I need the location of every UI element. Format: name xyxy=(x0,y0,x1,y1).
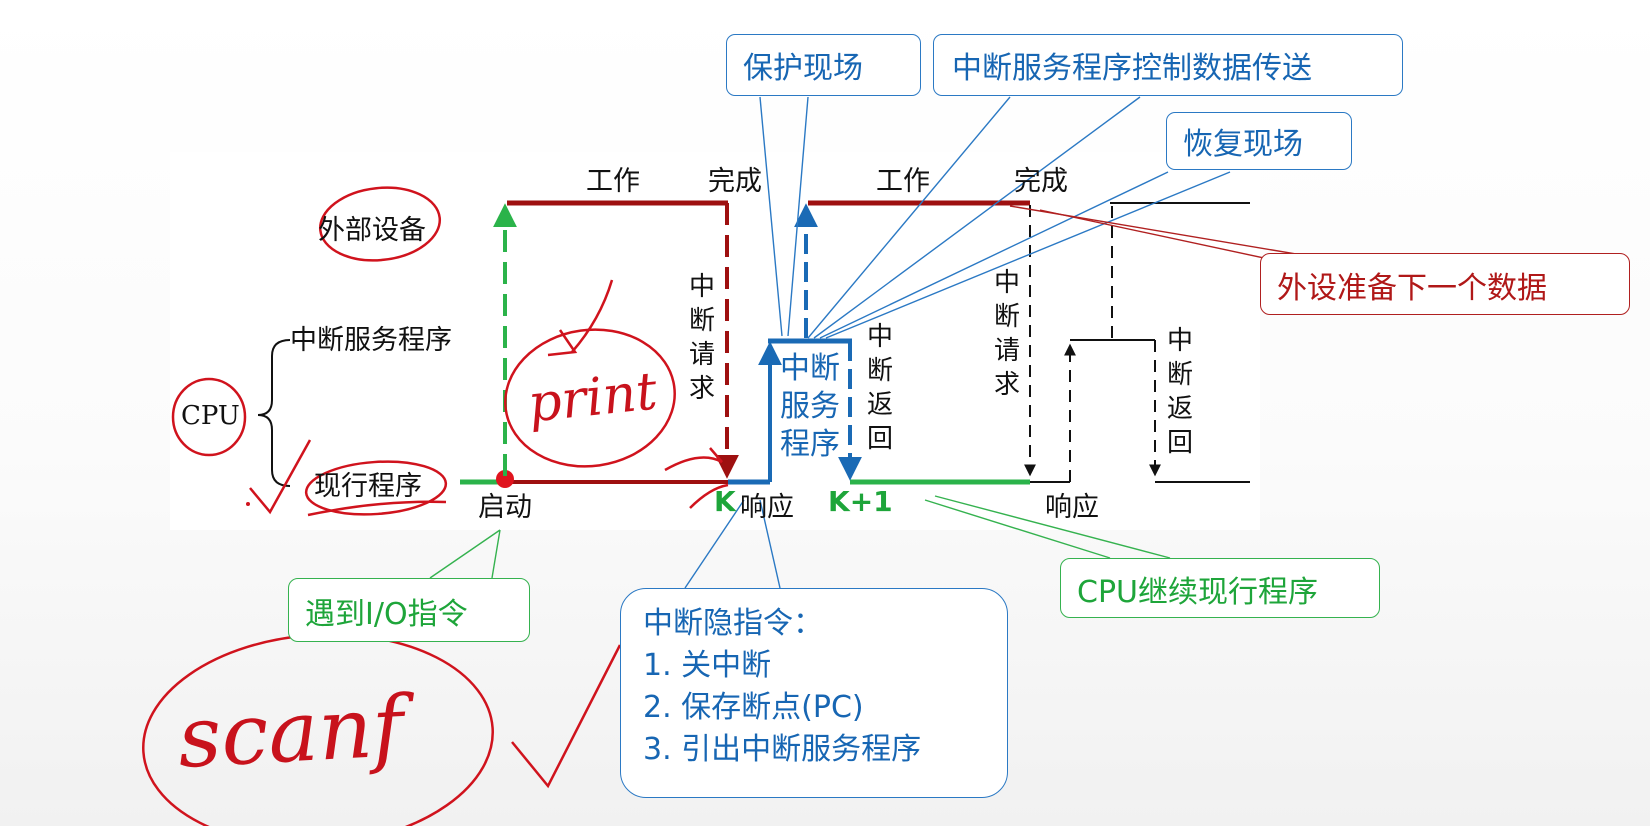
ink-underline-current xyxy=(307,500,447,517)
irq-label-1: 中断请求 xyxy=(688,272,715,404)
ink-check-scanf xyxy=(511,644,622,789)
leader-hidden-2 xyxy=(759,499,781,589)
leader-save-2 xyxy=(759,96,783,337)
leader-hidden-1 xyxy=(684,499,745,589)
leader-restore-1 xyxy=(819,171,1169,339)
hidden-instr-title: 中断隐指令： xyxy=(643,606,823,641)
work-label-2: 工作 xyxy=(876,166,930,197)
k1-marker: K+1 xyxy=(828,485,893,518)
leader-io-2 xyxy=(491,529,501,579)
leader-cpu-1 xyxy=(924,499,1111,559)
current-program-label: 现行程序 xyxy=(314,471,422,502)
ink-arrow-print-2 xyxy=(547,329,578,357)
callout-io-instr: 遇到I/O指令 xyxy=(288,578,530,642)
irq-label-2: 中断请求 xyxy=(993,268,1020,400)
callout-save-context: 保护现场 xyxy=(726,34,921,96)
respond-label-2: 响应 xyxy=(1045,492,1099,523)
isr-block-label: 中断服务程序 xyxy=(780,351,840,462)
callout-restore-context: 恢复现场 xyxy=(1166,112,1352,170)
done-label-2: 完成 xyxy=(1014,166,1068,197)
start-label: 启动 xyxy=(478,492,532,523)
return-label-1: 中断返回 xyxy=(866,322,893,454)
ink-dot xyxy=(246,502,250,506)
ink-circle-device xyxy=(318,186,442,262)
start-dot xyxy=(496,470,514,488)
respond-label-1: 响应 xyxy=(740,492,794,523)
leader-transfer-1 xyxy=(807,96,1011,339)
k-marker: K xyxy=(714,485,736,518)
ink-circle-current xyxy=(304,460,448,516)
device-label: 外部设备 xyxy=(318,215,426,246)
ink-circle-cpu xyxy=(171,377,247,457)
ink-check-current xyxy=(249,439,312,515)
ink-circle-print xyxy=(504,328,676,468)
leader-save xyxy=(787,96,809,337)
ink-arrow-print-1 xyxy=(571,279,614,353)
ink-scanf-text: scanf xyxy=(175,677,406,787)
hidden-instr-item-2: 2. 保存断点(PC) xyxy=(643,690,864,725)
leader-transfer-2 xyxy=(813,96,1141,339)
callout-cpu-continue: CPU继续现行程序 xyxy=(1060,558,1380,618)
isr-row-label: 中断服务程序 xyxy=(290,325,452,356)
cpu-label: CPU xyxy=(181,401,240,431)
done-label-1: 完成 xyxy=(708,166,762,197)
hidden-instr-item-3: 3. 引出中断服务程序 xyxy=(643,732,922,767)
ink-print-text: print xyxy=(525,361,660,435)
callout-hidden-instr: 中断隐指令： 1. 关中断 2. 保存断点(PC) 3. 引出中断服务程序 xyxy=(620,588,1008,798)
ink-mark-k xyxy=(689,483,729,509)
leader-restore-2 xyxy=(825,171,1231,339)
leader-cpu-2 xyxy=(934,495,1171,559)
callout-isr-transfer: 中断服务程序控制数据传送 xyxy=(933,34,1403,96)
work-label-1: 工作 xyxy=(586,166,640,197)
return-label-2: 中断返回 xyxy=(1166,326,1193,458)
leader-io-1 xyxy=(429,529,501,579)
callout-device-next: 外设准备下一个数据 xyxy=(1260,253,1630,315)
hidden-instr-item-1: 1. 关中断 xyxy=(643,648,772,683)
ink-arrow-print-3 xyxy=(664,447,723,472)
cpu-brace xyxy=(257,339,291,487)
